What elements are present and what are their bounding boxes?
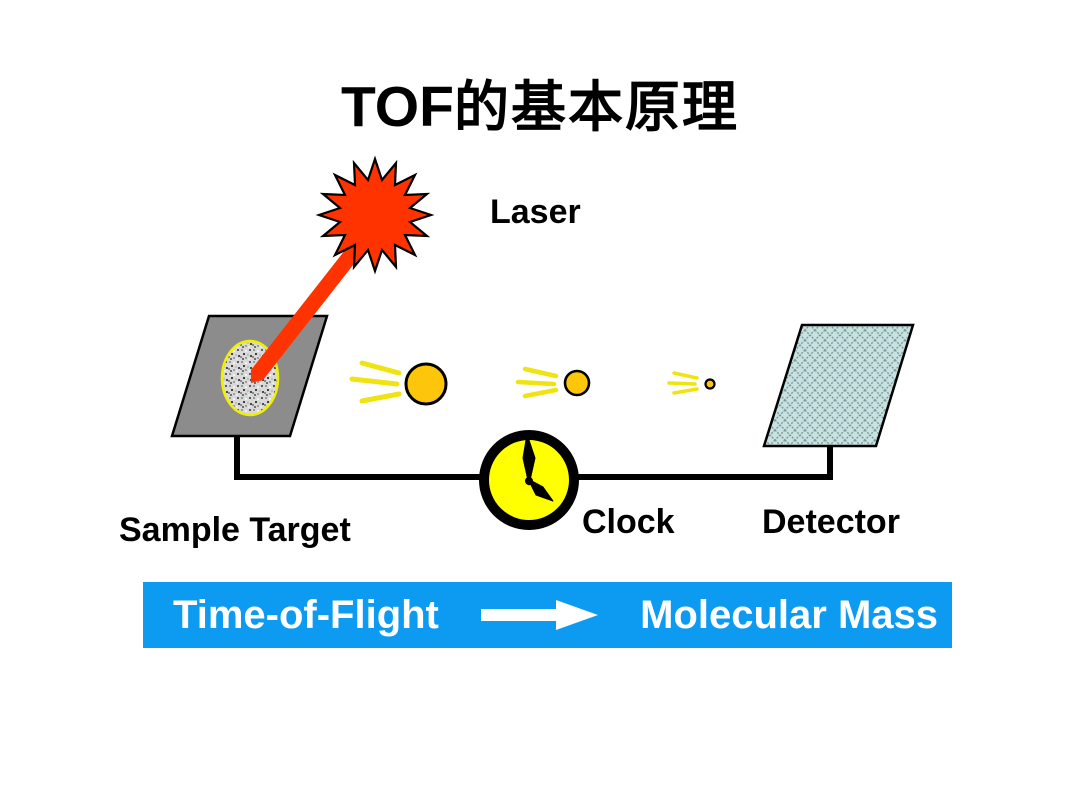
right-arrow-icon <box>481 600 598 630</box>
laser-beam <box>251 222 379 383</box>
sample-target-label: Sample Target <box>119 511 351 549</box>
ion-medium-group <box>515 366 591 399</box>
clock-label: Clock <box>582 503 675 541</box>
laser-label: Laser <box>490 193 581 231</box>
ion-large-group <box>349 360 448 406</box>
banner-right-text: Molecular Mass <box>640 592 938 637</box>
clock-icon <box>479 430 579 530</box>
clock-hour-hand <box>527 478 554 502</box>
speed-line <box>522 387 559 399</box>
banner-left-text: Time-of-Flight <box>173 592 439 637</box>
speed-line <box>667 381 697 386</box>
ion-large <box>404 362 448 406</box>
conclusion-banner: Time-of-Flight Molecular Mass <box>143 582 952 648</box>
page-title-latin: TOF <box>341 75 454 139</box>
speed-line <box>672 387 699 395</box>
speed-line <box>359 391 402 404</box>
speed-line <box>349 376 400 387</box>
speed-line <box>359 360 402 376</box>
clock-center-dot <box>525 477 533 485</box>
detector-plate <box>762 323 915 448</box>
page-title: TOF的基本原理 <box>0 62 1080 142</box>
ion-small-group <box>667 371 716 395</box>
speed-line <box>515 379 557 387</box>
detector-label: Detector <box>762 503 900 541</box>
ion-small <box>704 378 716 390</box>
speed-line <box>522 366 559 379</box>
clock-minute-hand <box>522 433 536 486</box>
laser-burst-icon <box>315 155 435 275</box>
page-title-cjk: 的基本原理 <box>453 74 739 139</box>
ion-medium <box>563 369 591 397</box>
speed-line <box>672 371 699 380</box>
